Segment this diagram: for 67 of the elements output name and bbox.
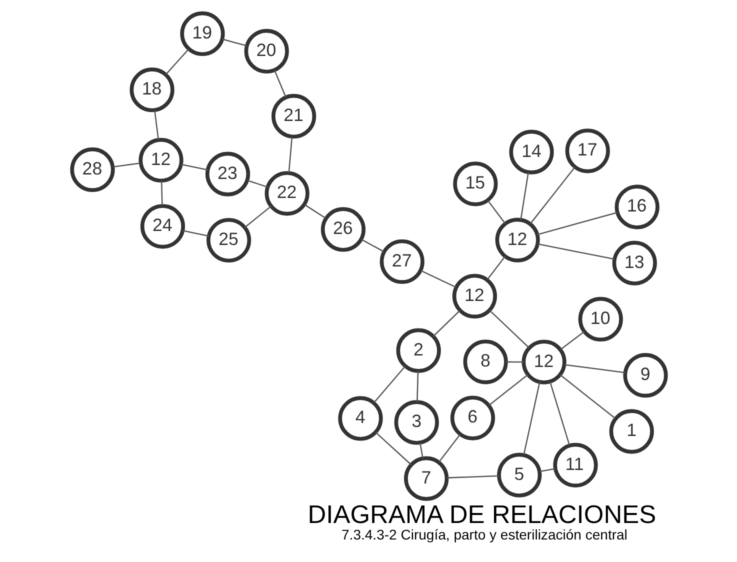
node-circle: 25: [206, 218, 251, 263]
connector: [288, 136, 292, 173]
connector: [274, 70, 286, 98]
node-circle: 13: [612, 240, 656, 286]
connector: [488, 374, 528, 406]
node-circle: 18: [129, 68, 174, 112]
node-circle: 24: [140, 204, 185, 249]
node-circle: 7: [404, 456, 448, 501]
node-circle: 27: [379, 239, 424, 284]
node-circle: 19: [180, 11, 224, 56]
connector: [529, 166, 575, 224]
connector: [446, 475, 498, 478]
node-circle: 9: [622, 353, 668, 398]
connector: [560, 331, 584, 350]
connector: [486, 256, 506, 280]
node-circle: 28: [70, 147, 114, 192]
connector: [537, 243, 614, 260]
node-circle: 8: [462, 340, 508, 384]
connector: [564, 364, 625, 374]
connector: [154, 110, 159, 140]
connector: [222, 38, 246, 46]
node-circle: 12: [138, 138, 183, 183]
connector: [374, 432, 411, 466]
connector: [164, 48, 189, 75]
connector: [506, 361, 524, 363]
node-circle: 12: [452, 274, 496, 318]
connector: [112, 162, 140, 168]
node-circle: 23: [204, 152, 250, 196]
connector: [549, 382, 570, 446]
node-circle: 22: [264, 171, 309, 216]
node-circle: 14: [508, 130, 554, 174]
connector: [486, 200, 506, 224]
node-circle: 12: [521, 340, 566, 384]
node-circle: 6: [450, 396, 495, 440]
node-circle: 15: [452, 162, 498, 206]
connector: [419, 442, 423, 458]
connector: [246, 180, 268, 188]
node-circle: 4: [338, 396, 382, 441]
connector: [304, 204, 326, 219]
connector: [182, 230, 208, 237]
connector: [372, 366, 406, 404]
connector: [522, 382, 540, 456]
connector: [244, 206, 272, 228]
connector: [520, 172, 528, 220]
node-circle: 3: [394, 400, 438, 445]
connector: [420, 270, 456, 288]
node-circle: 16: [614, 184, 659, 230]
connector: [438, 434, 460, 462]
node-circle: 20: [244, 28, 288, 74]
node-circle: 17: [564, 128, 610, 174]
connector: [180, 164, 208, 171]
connector: [360, 238, 384, 252]
node-circle: 11: [552, 442, 598, 488]
connector: [539, 468, 555, 472]
node-circle: 26: [320, 207, 366, 252]
connector: [416, 371, 418, 402]
connector: [160, 180, 162, 206]
connector: [488, 310, 529, 348]
connector: [432, 310, 460, 337]
node-circle: 10: [578, 296, 622, 342]
node-circle: 2: [396, 328, 440, 373]
connector: [536, 212, 617, 236]
node-circle: 5: [496, 452, 542, 498]
node-circle: 1: [608, 409, 654, 454]
node-circle: 12: [494, 218, 540, 262]
connector: [559, 374, 615, 419]
node-circle: 21: [270, 94, 316, 139]
